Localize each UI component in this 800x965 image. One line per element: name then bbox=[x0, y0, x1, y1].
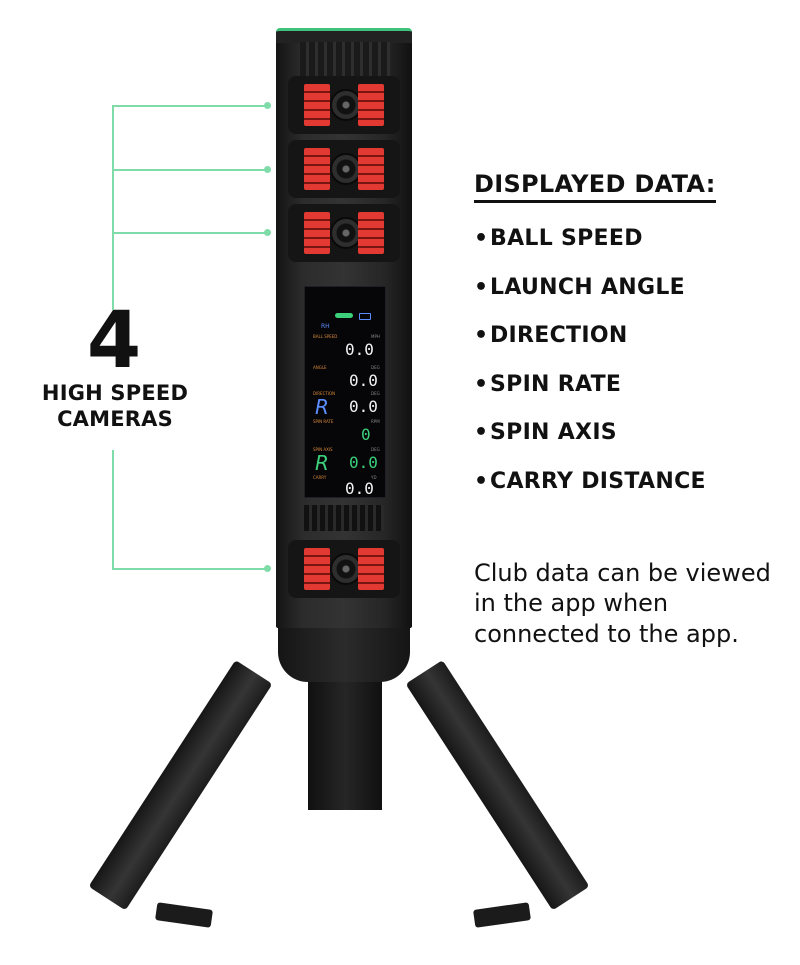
list-item: •BALL SPEED bbox=[474, 226, 643, 251]
tripod-stem bbox=[308, 680, 382, 810]
spin-axis-value: 0.0 bbox=[349, 453, 378, 472]
callout-line-cam1 bbox=[112, 105, 268, 107]
camera-light-left bbox=[304, 84, 330, 126]
direction-side: R bbox=[315, 395, 329, 419]
camera-light-left bbox=[304, 212, 330, 254]
device-display: RH BALL SPEED MPH 0.0 ANGLE DEG 0.0 DIRE… bbox=[304, 286, 386, 498]
hand-indicator: RH bbox=[321, 323, 330, 330]
direction-label: DIRECTION bbox=[313, 391, 336, 396]
direction-value: 0.0 bbox=[349, 397, 378, 416]
device-base bbox=[278, 626, 410, 682]
tripod-foot-right bbox=[473, 902, 531, 928]
direction-unit: DEG bbox=[371, 391, 380, 396]
club-data-note: Club data can be viewed in the app when … bbox=[474, 559, 771, 648]
camera-light-right bbox=[358, 548, 384, 590]
list-item: •SPIN RATE bbox=[474, 371, 622, 397]
camera-light-right bbox=[358, 212, 384, 254]
carry-label: CARRY bbox=[313, 475, 327, 480]
camera-light-left bbox=[304, 548, 330, 590]
callout-dot-cam2 bbox=[264, 166, 271, 173]
tripod-foot-left bbox=[155, 902, 213, 928]
device-top-cap bbox=[276, 28, 412, 43]
camera-light-right bbox=[358, 148, 384, 190]
spin-axis-unit: DEG bbox=[371, 447, 380, 452]
list-item: •LAUNCH ANGLE bbox=[474, 274, 686, 300]
ball-speed-unit: MPH bbox=[371, 334, 380, 339]
angle-value: 0.0 bbox=[349, 371, 378, 390]
tripod-leg-right-shape bbox=[405, 660, 590, 911]
camera-lens-icon bbox=[330, 89, 362, 121]
camera-light-left bbox=[304, 148, 330, 190]
bullet-icon: • bbox=[474, 323, 489, 348]
bullet-icon: • bbox=[474, 420, 489, 445]
callout-dot-cam1 bbox=[264, 102, 271, 109]
callout-line-cam3 bbox=[112, 232, 268, 234]
angle-label: ANGLE bbox=[313, 365, 327, 370]
callout-vertical-line-top bbox=[112, 106, 114, 310]
bullet-icon: • bbox=[474, 274, 489, 300]
angle-unit: DEG bbox=[371, 365, 380, 370]
camera-module-2 bbox=[288, 140, 400, 198]
callout-dot-cam4 bbox=[264, 565, 271, 572]
camera-module-3 bbox=[288, 204, 400, 262]
displayed-data-heading: DISPLAYED DATA: bbox=[474, 170, 716, 203]
spin-rate-value: 0 bbox=[361, 425, 371, 444]
callout-dot-cam3 bbox=[264, 229, 271, 236]
battery-icon bbox=[359, 313, 371, 320]
tripod-leg-left-shape bbox=[88, 660, 273, 911]
spin-axis-label: SPIN AXIS bbox=[313, 447, 333, 452]
camera-label-line2: CAMERAS bbox=[57, 407, 173, 432]
camera-light-right bbox=[358, 84, 384, 126]
bullet-icon: • bbox=[474, 468, 489, 494]
spin-rate-unit: RPM bbox=[371, 419, 380, 424]
spin-axis-side: R bbox=[315, 451, 329, 475]
camera-count: 4 bbox=[86, 296, 142, 386]
callout-line-cam2 bbox=[112, 169, 268, 171]
list-item: •DIRECTION bbox=[474, 323, 628, 348]
bullet-icon: • bbox=[474, 371, 489, 397]
carry-value: 0.0 bbox=[345, 479, 374, 498]
ball-speed-label: BALL SPEED bbox=[313, 334, 338, 339]
list-item: •SPIN AXIS bbox=[474, 420, 617, 445]
carry-unit: YD bbox=[371, 475, 377, 480]
top-vents bbox=[300, 42, 390, 82]
list-item: •CARRY DISTANCE bbox=[474, 468, 706, 494]
camera-label: HIGH SPEED CAMERAS bbox=[20, 380, 210, 433]
status-pill bbox=[335, 313, 353, 318]
camera-module-4 bbox=[288, 540, 400, 598]
camera-label-line1: HIGH SPEED bbox=[41, 381, 189, 405]
ball-speed-value: 0.0 bbox=[345, 340, 374, 359]
speaker-grille bbox=[304, 505, 384, 531]
bullet-icon: • bbox=[474, 226, 489, 251]
displayed-data-list: •BALL SPEED •LAUNCH ANGLE •DIRECTION •SP… bbox=[474, 226, 706, 517]
spin-rate-label: SPIN RATE bbox=[313, 419, 334, 424]
camera-module-1 bbox=[288, 76, 400, 134]
callout-vertical-line-bottom bbox=[112, 450, 114, 570]
callout-line-cam4 bbox=[112, 568, 268, 570]
